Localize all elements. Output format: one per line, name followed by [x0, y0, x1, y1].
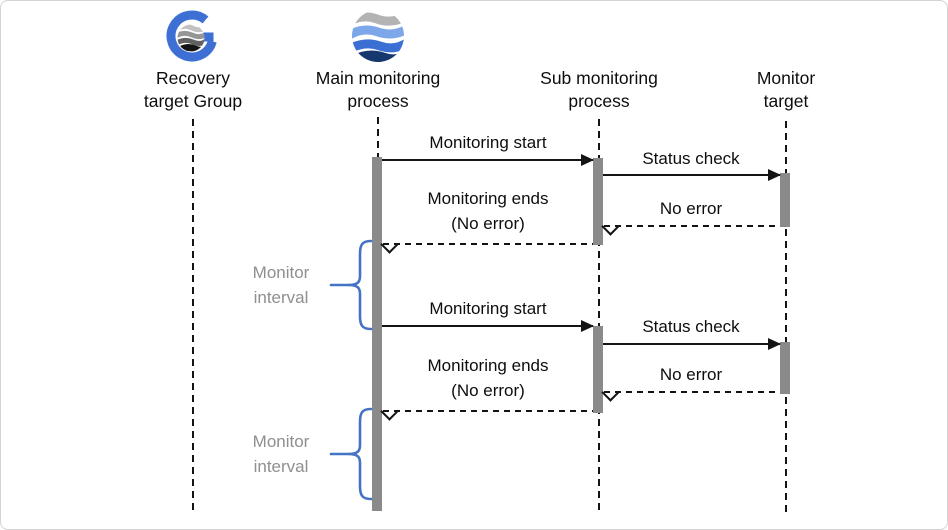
message-label-line: Monitoring ends [427, 189, 549, 208]
monitor-interval-brace-1 [327, 239, 375, 336]
arrowhead-right-icon [768, 169, 781, 181]
message-label-line: (No error) [451, 214, 525, 233]
activation-bar-target-1 [780, 173, 790, 227]
arrowhead-right-icon [581, 154, 594, 166]
participant-label: target Group [143, 91, 243, 111]
participant-label: Sub monitoring [540, 68, 658, 88]
message-label-status-check-1: Status check [642, 149, 740, 168]
interval-label-line: Monitor [252, 263, 310, 282]
arrowhead-right-icon [768, 338, 781, 350]
message-label-status-check-2: Status check [642, 317, 740, 336]
activation-bar-main [372, 157, 382, 511]
message-arrow-no-error-2 [601, 383, 780, 402]
message-arrow-monitoring-start-2 [382, 320, 594, 332]
arrowhead-left-icon [380, 402, 399, 421]
participant-label: Monitor [756, 68, 816, 88]
message-label-monitoring-ends-1: Monitoring ends (No error) [388, 186, 588, 236]
monitor-interval-brace-2 [327, 407, 375, 506]
message-arrow-status-check-1 [603, 169, 781, 181]
message-label-monitoring-start-2: Monitoring start [429, 299, 547, 318]
message-arrow-monitoring-start-1 [382, 154, 594, 166]
wave-sphere-logo-icon [349, 7, 407, 70]
participant-sub-monitoring-process: Sub monitoring process [511, 67, 687, 113]
message-arrow-no-error-1 [601, 217, 780, 236]
monitor-interval-label-1: Monitor interval [231, 260, 331, 310]
participant-label: Recovery [156, 68, 230, 88]
message-label-monitoring-start-1: Monitoring start [429, 133, 547, 152]
message-label-no-error-1: No error [659, 199, 723, 218]
participant-recovery-target-group: Recovery target Group [105, 67, 281, 113]
message-label-line: Monitoring ends [427, 356, 549, 375]
message-label-monitoring-ends-2: Monitoring ends (No error) [388, 353, 588, 403]
lifeline-sub-monitoring-process [598, 119, 600, 513]
participant-label: target [763, 91, 809, 111]
interval-label-line: interval [253, 457, 309, 476]
monitor-interval-label-2: Monitor interval [231, 429, 331, 479]
arrowhead-left-icon [380, 235, 399, 254]
lifeline-recovery-target-group [192, 119, 194, 513]
activation-bar-sub-1 [593, 158, 603, 245]
message-arrow-monitoring-ends-1 [380, 235, 593, 254]
message-label-no-error-2: No error [659, 365, 723, 384]
lifeline-monitor-target [785, 121, 787, 513]
g-sphere-logo-icon [165, 7, 221, 70]
participant-label: process [568, 91, 630, 111]
activation-bar-target-2 [780, 342, 790, 394]
message-arrow-status-check-2 [603, 338, 781, 350]
interval-label-line: interval [253, 288, 309, 307]
participant-label: Main monitoring [315, 68, 441, 88]
participant-monitor-target: Monitor target [711, 67, 861, 113]
arrowhead-right-icon [581, 320, 594, 332]
interval-label-line: Monitor [252, 432, 310, 451]
participant-label: process [347, 91, 409, 111]
message-label-line: (No error) [451, 381, 525, 400]
activation-bar-sub-2 [593, 326, 603, 413]
participant-main-monitoring-process: Main monitoring process [290, 67, 466, 113]
message-arrow-monitoring-ends-2 [380, 402, 593, 421]
